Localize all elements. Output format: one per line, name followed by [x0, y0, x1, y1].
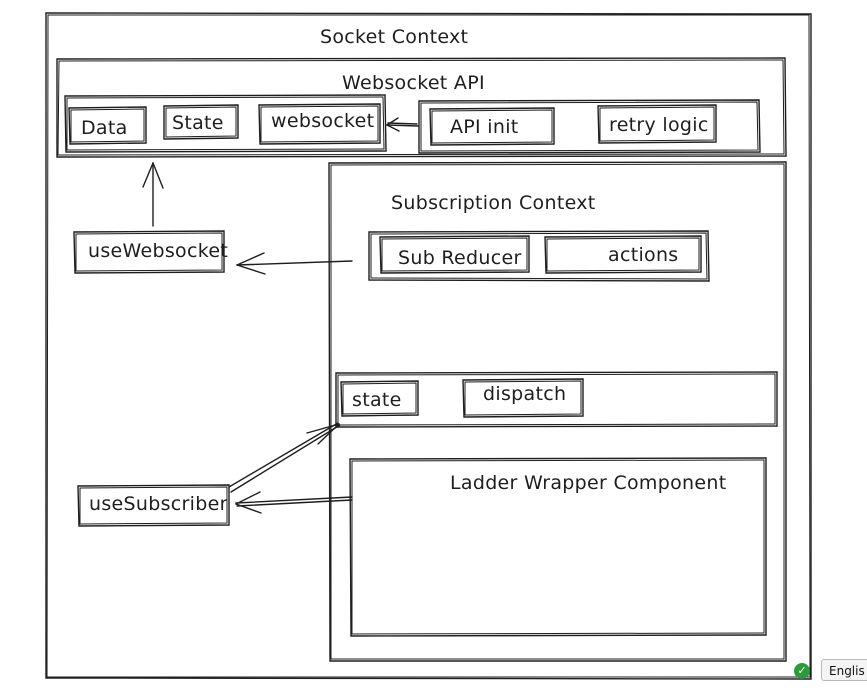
arrow-ladder-to-usesubscriber — [235, 491, 353, 514]
api-init-label: API init — [450, 116, 519, 138]
state-dispatch-group: state dispatch — [335, 371, 778, 428]
data-box: Data — [68, 106, 147, 145]
use-websocket-label: useWebsocket — [88, 240, 228, 262]
use-websocket-box: useWebsocket — [73, 230, 228, 274]
dispatch-box: dispatch — [462, 378, 584, 418]
socket-context-label: Socket Context — [320, 26, 468, 48]
actions-label: actions — [608, 244, 678, 266]
use-subscriber-label: useSubscriber — [89, 493, 228, 515]
sub-reducer-box: Sub Reducer — [379, 235, 530, 274]
sub-reducer-label: Sub Reducer — [398, 247, 522, 269]
websocket-api-init-group: API init retry logic — [418, 99, 761, 154]
websocket-api-label: Websocket API — [342, 72, 485, 94]
language-widget: ✓ Englis — [794, 659, 867, 683]
data-label: Data — [81, 117, 128, 139]
actions-box: actions — [544, 235, 702, 274]
arrow-subscription-to-usewebsocket — [236, 252, 353, 275]
websocket-api-container: Websocket API Data State websocket — [56, 57, 787, 158]
retry-logic-box: retry logic — [597, 104, 717, 144]
dispatch-label: dispatch — [483, 383, 566, 405]
reducer-actions-group: Sub Reducer actions — [368, 230, 710, 282]
subscription-context-label: Subscription Context — [391, 192, 596, 214]
subscription-context-container: Subscription Context Sub Reducer actions — [328, 161, 787, 662]
sub-state-box: state — [340, 380, 419, 417]
api-init-box: API init — [429, 107, 555, 146]
arrow-usesubscriber-to-state — [228, 422, 341, 493]
state-label: State — [172, 112, 224, 134]
sub-state-label: state — [352, 389, 402, 411]
language-select-button[interactable]: Englis — [821, 659, 867, 681]
websocket-api-state-group: Data State websocket — [64, 94, 387, 153]
state-box: State — [163, 104, 239, 140]
use-subscriber-box: useSubscriber — [77, 484, 230, 527]
arrow-usewebsocket-to-websocket-api — [142, 162, 164, 227]
socket-context-container: Socket Context — [45, 12, 812, 680]
ladder-wrapper-component-box: Ladder Wrapper Component — [349, 457, 767, 637]
retry-logic-label: retry logic — [609, 114, 709, 136]
ladder-wrapper-component-label: Ladder Wrapper Component — [450, 472, 726, 494]
websocket-box: websocket — [258, 103, 381, 145]
check-circle-icon: ✓ — [794, 663, 810, 679]
websocket-label: websocket — [271, 110, 374, 132]
arrow-init-to-websocket — [386, 117, 419, 132]
